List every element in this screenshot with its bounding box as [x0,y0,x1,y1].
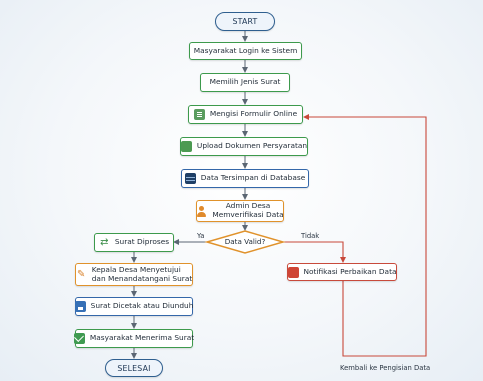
loop-back-label: Kembali ke Pengisian Data [340,364,431,372]
step-diproses: ⇄ Surat Diproses [94,233,174,252]
step-login-label: Masyarakat Login ke Sistem [193,45,298,55]
step-verifikasi-line-1: Admin Desa [225,201,271,211]
step-dicetak: Surat Dicetak atau Diunduh [74,297,194,316]
rejection-flow-arrows [283,114,427,357]
user-icon [196,205,207,217]
branch-tidak-label: Tidak [301,232,320,240]
main-flow-arrows [131,31,248,359]
cloud-upload-icon [180,141,192,152]
decision-diamond [204,230,286,254]
document-icon [193,109,205,120]
step-notifikasi-label: Notifikasi Perbaikan Data [303,266,397,276]
step-dicetak-label: Surat Dicetak atau Diunduh [90,301,194,311]
pen-icon: ✎ [77,269,86,280]
step-kepala-line-2: dan Menandatangani Surat [91,273,193,283]
branch-ya-label: Ya [197,232,205,240]
step-pilih-surat: Memilih Jenis Surat [200,73,290,92]
database-icon [184,173,196,184]
start-label: START [232,17,258,26]
step-diproses-label: Surat Diproses [114,237,170,247]
envelope-icon [73,333,85,344]
step-database: Data Tersimpan di Database [181,169,309,188]
step-upload: Upload Dokumen Persyaratan [180,137,308,156]
step-verifikasi-line-2: Memverifikasi Data [212,210,284,219]
arrow-tidak-notifikasi [283,241,346,263]
step-notifikasi: Notifikasi Perbaikan Data [287,263,397,281]
sync-icon: ⇄ [100,237,109,248]
step-pilih-label: Memilih Jenis Surat [209,77,281,87]
decision-label: Data Valid? [224,237,266,246]
step-kepala-desa: ✎ Kepala Desa Menyetujui dan Menandatang… [75,263,193,286]
printer-icon [74,301,86,312]
step-verifikasi: Admin Desa Memverifikasi Data [196,200,284,222]
end-terminal: SELESAI [105,359,163,377]
step-upload-label: Upload Dokumen Persyaratan [196,141,308,151]
step-login: Masyarakat Login ke Sistem [189,42,302,60]
step-menerima-label: Masyarakat Menerima Surat [89,333,195,343]
arrow-loop-back-formulir [303,114,427,357]
step-menerima: Masyarakat Menerima Surat [73,329,195,348]
step-formulir-label: Mengisi Formulir Online [209,109,298,119]
step-database-label: Data Tersimpan di Database [200,173,306,183]
step-formulir: Mengisi Formulir Online [188,105,303,124]
start-terminal: START [215,12,275,31]
step-kepala-line-1: Kepala Desa Menyetujui [91,264,181,274]
end-label: SELESAI [117,363,151,373]
step-kepala-label: Kepala Desa Menyetujui dan Menandatangan… [91,264,193,283]
bell-alert-icon [287,266,299,278]
step-verifikasi-label: Admin Desa Memverifikasi Data [212,202,283,219]
